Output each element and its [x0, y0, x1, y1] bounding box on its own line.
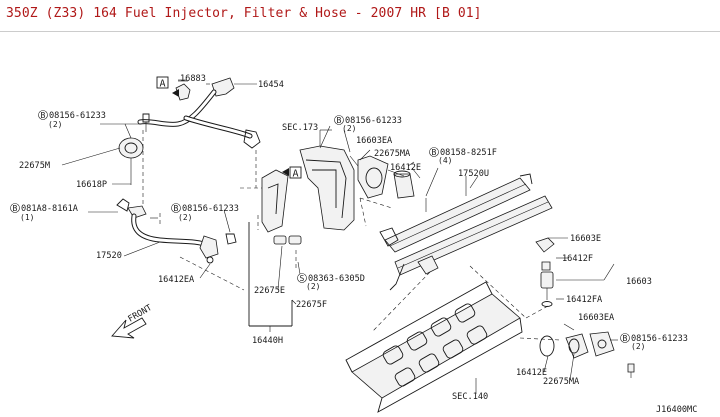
fuel-injector	[535, 237, 604, 307]
connector-arrow	[172, 89, 179, 97]
label-16412e-lower: 16412E	[516, 368, 547, 378]
label-bolt-1: 08156-61233	[49, 111, 106, 121]
front-label: FRONT	[127, 303, 154, 325]
bolt-symbol-7	[620, 333, 630, 343]
label-16618p: 16618P	[76, 180, 107, 190]
label-sec140: SEC.140	[452, 392, 488, 402]
label-16603ea: 16603EA	[356, 136, 393, 146]
bolt-symbol-5	[429, 147, 439, 157]
callouts: 16883 16454 B 08156-61233 (2) 22675M 166…	[10, 74, 697, 415]
quick-connector	[175, 83, 191, 101]
intake-manifold	[345, 265, 549, 413]
label-screw-6-qty: (2)	[306, 282, 320, 291]
label-bolt-2-qty: (1)	[20, 213, 34, 222]
leader-lines	[61, 79, 618, 381]
label-bolt-7-qty: (2)	[631, 342, 645, 351]
bolt-symbol-1	[38, 110, 48, 120]
label-bolt-7: 08156-61233	[631, 334, 688, 344]
bolt-symbol-2	[10, 203, 20, 213]
pressure-regulator	[349, 155, 415, 199]
svg-text:B: B	[432, 148, 437, 157]
fuel-damper	[118, 137, 144, 159]
svg-text:B: B	[337, 116, 342, 125]
view-marker-box-center	[289, 166, 302, 179]
svg-text:S: S	[300, 274, 305, 283]
label-bolt-1-qty: (2)	[48, 120, 62, 129]
label-bolt-5-qty: (4)	[438, 156, 452, 165]
label-17520: 17520	[96, 251, 122, 261]
label-16440h: 16440H	[252, 336, 283, 346]
title-divider	[0, 31, 720, 32]
label-22675m: 22675M	[19, 161, 50, 171]
svg-text:B: B	[623, 334, 628, 343]
fuel-hose-assembly: A	[118, 76, 270, 205]
screw-symbol-6	[297, 273, 307, 283]
bolt-symbol-3	[171, 203, 181, 213]
svg-text:B: B	[13, 204, 18, 213]
label-16603ea-lower: 16603EA	[578, 313, 615, 323]
view-marker-a-top: A	[160, 79, 166, 90]
label-16412fa: 16412FA	[566, 295, 603, 305]
label-bolt-3-qty: (2)	[178, 213, 192, 222]
fuel-rail	[379, 173, 553, 291]
label-sec173: SEC.173	[282, 123, 318, 133]
label-22675ma: 22675MA	[374, 149, 411, 159]
label-16603e: 16603E	[570, 234, 601, 244]
svg-text:B: B	[41, 111, 46, 120]
label-22675e: 22675E	[254, 286, 285, 296]
front-arrow: FRONT	[111, 303, 154, 339]
label-bolt-2: 081A8-8161A	[21, 204, 79, 214]
label-bolt-3: 08156-61233	[182, 204, 239, 214]
view-marker-box	[156, 76, 169, 89]
label-16412f: 16412F	[562, 254, 593, 264]
label-bolt-5: 08158-8251F	[440, 148, 497, 158]
label-16883: 16883	[180, 74, 206, 84]
label-16412e: 16412E	[390, 163, 421, 173]
label-16412ea: 16412EA	[158, 275, 195, 285]
page-title: 350Z (Z33) 164 Fuel Injector, Filter & H…	[6, 6, 482, 21]
label-bolt-4: 08156-61233	[345, 116, 402, 126]
view-marker-a-center: A	[293, 169, 299, 180]
label-16603: 16603	[626, 277, 652, 287]
label-22675f: 22675F	[296, 300, 327, 310]
label-22675ma-lower: 22675MA	[543, 377, 580, 387]
regulator-lower	[519, 331, 635, 378]
label-17520u: 17520U	[458, 169, 489, 179]
bolt-symbol-4	[334, 115, 344, 125]
diagram-code: J16400MC	[656, 405, 697, 415]
label-screw-6: 08363-6305D	[308, 274, 365, 284]
bracket-sec173: A	[248, 129, 393, 332]
label-bolt-4-qty: (2)	[342, 124, 356, 133]
label-16454: 16454	[258, 80, 284, 90]
svg-text:B: B	[174, 204, 179, 213]
lower-fuel-hose	[116, 198, 245, 291]
